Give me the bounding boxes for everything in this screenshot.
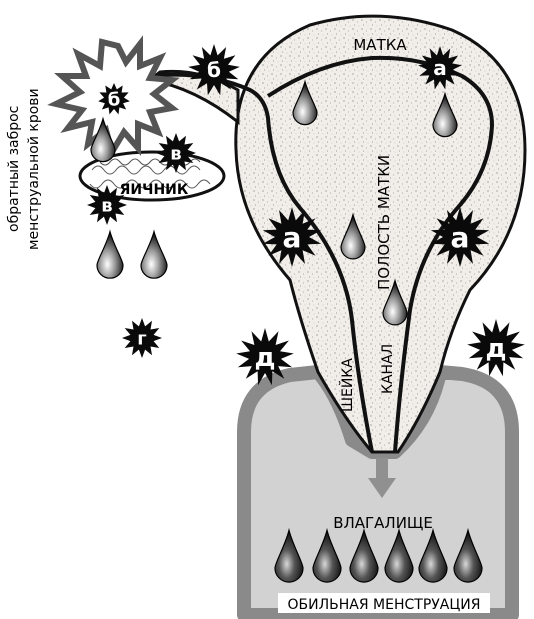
cervix-label: ШЕЙКА [338,358,356,412]
lesion-marker-d-letter: д [486,334,507,364]
blood-drop [97,232,123,279]
retrograde-label-line2: менструальной крови [26,88,42,250]
lesion-marker-g: г [122,318,162,358]
blood-drop [141,232,167,279]
lesion-marker-g-letter: г [137,328,146,349]
vagina-label: ВЛАГАЛИЩЕ [333,514,433,532]
uterus-label: МАТКА [353,36,407,54]
uterine-cavity-label: ПОЛОСТЬ МАТКИ [375,155,393,290]
lesion-marker-a-letter: а [433,56,447,80]
lesion-marker-v-letter: в [170,143,181,164]
lesion-marker-d-letter: д [255,343,276,373]
heavy-menstruation-label: ОБИЛЬНАЯ МЕНСТРУАЦИЯ [288,597,481,613]
lesion-marker-b-letter: б [207,58,221,82]
ovary-label: ЯИЧНИК [120,182,189,198]
lesion-marker-d: д [467,319,525,376]
canal-label: КАНАЛ [380,344,396,394]
lesion-marker-a-letter: а [451,221,470,254]
lesion-marker-v-letter: в [101,195,112,216]
lesion-marker-b-letter: б [108,89,121,110]
lesion-marker-a-letter: а [283,221,302,254]
retrograde-label-line1: обратный заброс [6,106,22,232]
